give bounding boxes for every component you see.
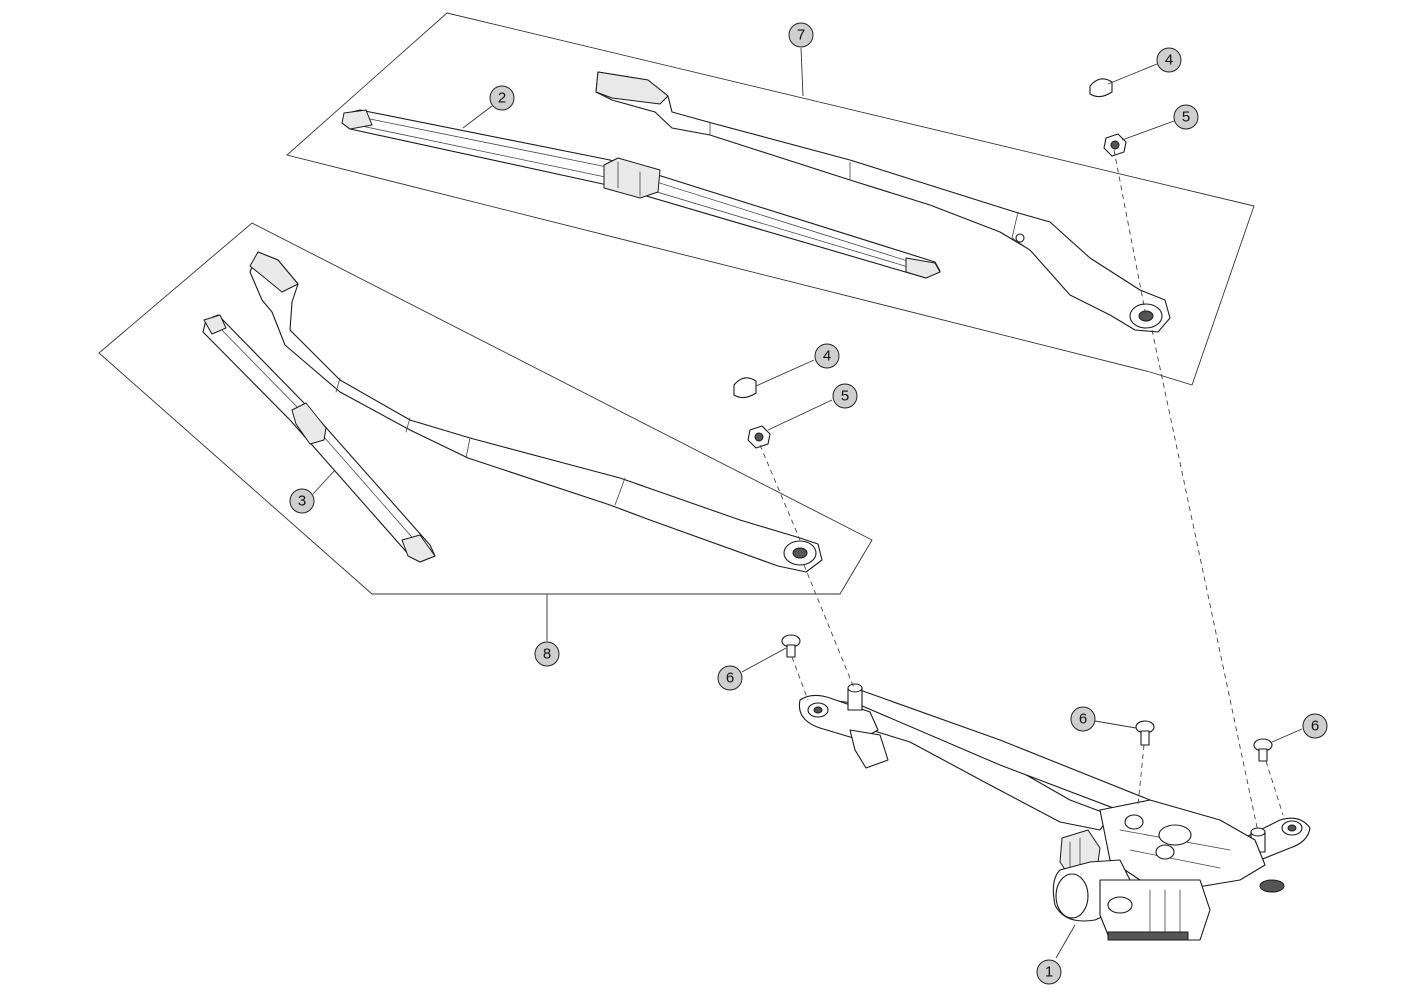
assembly-line-bolt-middle (1137, 744, 1145, 806)
wiper-blade-short (202, 314, 436, 563)
callout-8: 8 (534, 641, 560, 667)
callout-5-upper-label: 5 (1182, 109, 1190, 126)
callout-3: 3 (289, 488, 315, 514)
assembly-line-lower-lower (803, 564, 855, 689)
cap-lower (733, 377, 757, 399)
group-7-outline (286, 12, 1255, 386)
callout-7-label: 7 (797, 27, 805, 44)
callout-5-lower-label: 5 (841, 388, 849, 405)
callout-2: 2 (489, 85, 515, 111)
callout-5-upper: 5 (1173, 104, 1199, 130)
callout-4-upper: 4 (1156, 47, 1182, 73)
wiper-blade-long (341, 109, 941, 279)
bolt-middle (1135, 720, 1155, 746)
callout-6-left: 6 (717, 665, 743, 691)
callout-1: 1 (1036, 959, 1062, 985)
callout-6-left-label: 6 (726, 670, 734, 687)
callout-7: 7 (788, 22, 814, 48)
assembly-line-lower (759, 444, 801, 541)
callout-5-lower: 5 (832, 383, 858, 409)
callout-6-right-label: 6 (1311, 718, 1319, 735)
assembly-line-upper (1113, 149, 1147, 317)
callout-6-middle: 6 (1070, 706, 1096, 732)
callout-4-lower-label: 4 (823, 348, 831, 365)
callout-6-right: 6 (1302, 713, 1328, 739)
wiper-arm-lower (249, 251, 823, 573)
wiper-arm-upper (595, 71, 1171, 333)
callout-6-middle-label: 6 (1079, 711, 1087, 728)
callout-8-label: 8 (543, 646, 551, 663)
nut-upper (1103, 133, 1127, 157)
cap-upper (1089, 78, 1113, 98)
wiper-linkage-motor (798, 683, 1311, 941)
callout-2-label: 2 (498, 90, 506, 107)
assembly-line-bolt-left (791, 656, 809, 701)
assembly-line-bolt-right (1265, 760, 1284, 816)
callout-1-label: 1 (1045, 964, 1053, 981)
assembly-line-upper-lower (1151, 329, 1259, 833)
group-8-outline (98, 222, 873, 595)
bolt-right (1253, 738, 1273, 762)
nut-lower (747, 425, 771, 449)
callout-3-label: 3 (298, 493, 306, 510)
bolt-left (781, 634, 801, 658)
callout-4-upper-label: 4 (1165, 52, 1173, 69)
callout-4-lower: 4 (814, 343, 840, 369)
